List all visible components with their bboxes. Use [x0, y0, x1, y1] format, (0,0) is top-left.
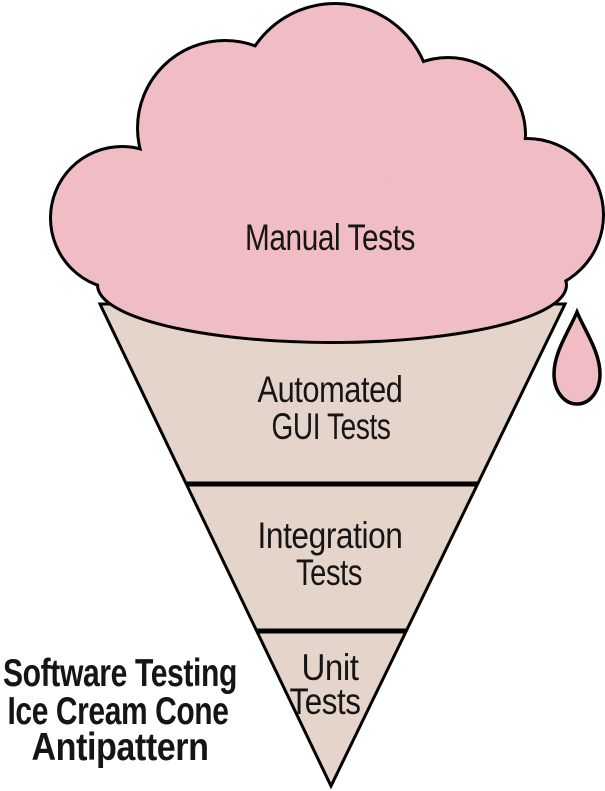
- caption-line1: Software Testing: [3, 652, 237, 695]
- integration-tests-label-line2: Tests: [296, 552, 362, 593]
- caption-line2: Ice Cream Cone: [8, 690, 229, 733]
- gui-tests-label-line2: GUI Tests: [272, 406, 391, 447]
- gui-tests-label-line1: Automated: [258, 369, 403, 410]
- scoop-fill-pass: [52, 5, 602, 341]
- unit-tests-label-line1: Unit: [302, 647, 360, 688]
- scoop-label: Manual Tests: [245, 217, 415, 258]
- caption-line3: Antipattern: [32, 726, 209, 769]
- labels-group: Manual Tests Automated GUI Tests Integra…: [3, 217, 416, 769]
- ice-cream-scoop: [49, 2, 605, 344]
- unit-tests-label-line2: Tests: [290, 681, 361, 722]
- integration-tests-label-line1: Integration: [258, 515, 403, 556]
- ice-cream-drip-icon: [552, 307, 602, 406]
